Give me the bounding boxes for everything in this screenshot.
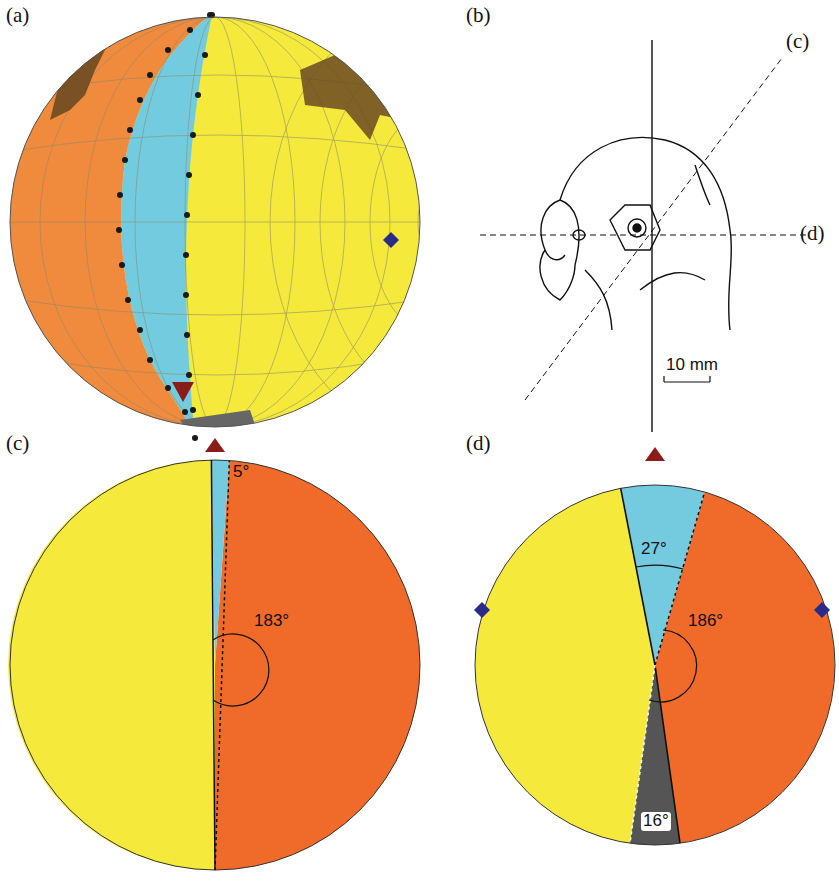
- beak-marker: [172, 382, 194, 402]
- axis-label: (c): [786, 30, 809, 53]
- angle-label: 183°: [254, 612, 289, 631]
- panel-label: (a): [6, 4, 29, 27]
- angle-label: 186°: [688, 612, 723, 631]
- panel-label: (b): [466, 4, 491, 27]
- parrot-head: [480, 40, 810, 432]
- horizontal-section: [474, 447, 835, 845]
- angle-label: 5°: [233, 463, 249, 482]
- sagittal-section: [8, 438, 420, 870]
- angle-label: 16°: [641, 812, 671, 831]
- panel-label: (c): [6, 432, 29, 455]
- angle-label: 27°: [641, 540, 667, 559]
- eye-marker: [383, 232, 399, 248]
- axis-label: (d): [800, 222, 825, 245]
- panel-label: (d): [466, 432, 491, 455]
- visual-field-sphere: [0, 0, 590, 460]
- boundary-dots: [116, 12, 215, 441]
- scale-label: 10 mm: [664, 356, 720, 375]
